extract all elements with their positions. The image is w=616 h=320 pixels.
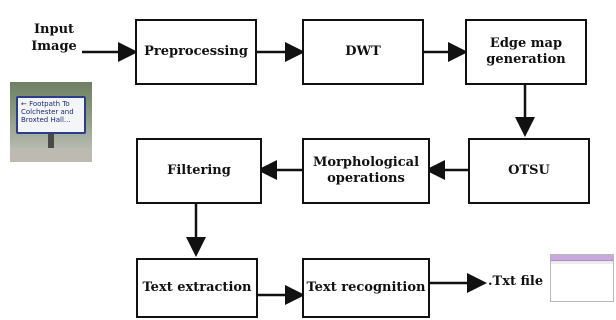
- node-text-extraction-label: Text extraction: [142, 280, 252, 296]
- sign-line-1: ← Footpath To: [21, 100, 70, 108]
- node-filtering: Filtering: [136, 138, 262, 204]
- txt-file-menubar: [551, 261, 613, 264]
- node-dwt: DWT: [302, 19, 424, 85]
- node-dwt-label: DWT: [345, 44, 381, 60]
- node-text-recognition-label: Text recognition: [306, 280, 426, 296]
- node-filtering-label: Filtering: [167, 163, 231, 179]
- node-edge-map-label: Edge map generation: [486, 36, 566, 67]
- node-morphological-operations: Morphological operations: [302, 138, 430, 204]
- node-preprocessing: Preprocessing: [135, 19, 257, 85]
- sign-board: ← Footpath To Colchester and Broxted Hal…: [16, 96, 86, 134]
- node-preprocessing-label: Preprocessing: [144, 44, 248, 60]
- sign-line-2: Colchester and: [21, 108, 74, 117]
- node-text-extraction: Text extraction: [136, 258, 258, 318]
- txt-file-label: .Txt file: [488, 274, 544, 289]
- sign-ground: [10, 148, 92, 162]
- txt-file-titlebar: [551, 255, 613, 261]
- node-edge-map-generation: Edge map generation: [465, 19, 587, 85]
- input-sign-photo: ← Footpath To Colchester and Broxted Hal…: [10, 82, 92, 162]
- node-morphological-label: Morphological operations: [312, 155, 420, 186]
- input-image-label: Input Image: [31, 22, 77, 54]
- sign-line-3: Broxted Hall...: [21, 116, 71, 125]
- txt-file-thumbnail: [550, 254, 614, 302]
- node-otsu-label: OTSU: [508, 163, 550, 179]
- node-otsu: OTSU: [468, 138, 590, 204]
- node-text-recognition: Text recognition: [302, 258, 430, 318]
